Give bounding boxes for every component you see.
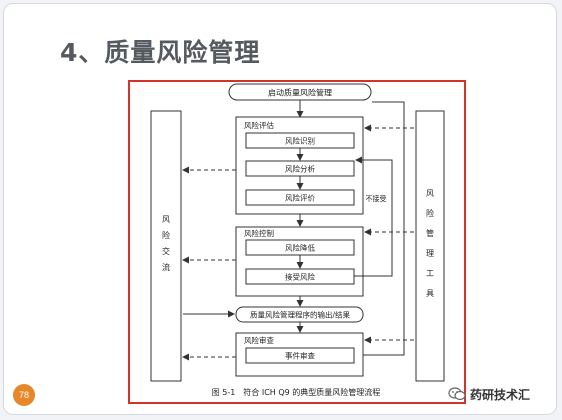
assessment-title: 风险评估 xyxy=(244,120,274,130)
communication-char-1: 风 xyxy=(162,215,170,224)
risk-communication-column xyxy=(150,110,182,382)
tools-char-6: 具 xyxy=(426,289,434,298)
risk-tools-column xyxy=(415,110,445,382)
control-title: 风险控制 xyxy=(244,228,274,238)
watermark-text: 药研技术汇 xyxy=(470,387,531,402)
tools-char-4: 理 xyxy=(426,249,434,258)
page-number-badge: 78 xyxy=(13,384,35,406)
step-acceptance-label: 接受风险 xyxy=(285,272,315,282)
slide-title: 4、质量风险管理 xyxy=(60,38,261,67)
wechat-icon xyxy=(448,387,466,401)
not-accepted-label: 不接受 xyxy=(366,194,387,203)
review-feedback-loop xyxy=(363,101,405,356)
watermark: 药研技术汇 xyxy=(448,384,530,404)
not-accepted-loop xyxy=(354,156,393,277)
step-evaluation xyxy=(245,189,355,206)
tools-char-3: 管 xyxy=(426,228,434,238)
output-label: 质量风险管理程序的输出/结果 xyxy=(250,310,351,320)
step-analysis-label: 风险分析 xyxy=(285,164,315,174)
tools-char-1: 风 xyxy=(426,189,434,198)
step-reduction-label: 风险降低 xyxy=(285,243,315,253)
communication-char-2: 险 xyxy=(162,230,170,240)
step-event-review xyxy=(245,347,355,364)
communication-char-4: 流 xyxy=(162,262,170,272)
tools-char-5: 工 xyxy=(426,269,434,278)
start-label: 启动质量风险管理 xyxy=(268,88,332,98)
step-evaluation-label: 风险评价 xyxy=(285,193,315,203)
figure-caption: 图 5-1 符合 ICH Q9 的典型质量风险管理流程 xyxy=(212,387,381,397)
communication-char-3: 交 xyxy=(162,246,170,256)
step-identification-label: 风险识别 xyxy=(285,136,315,146)
review-title: 风险审查 xyxy=(244,335,274,345)
step-event-review-label: 事件审查 xyxy=(285,351,315,361)
tools-char-2: 险 xyxy=(426,208,434,218)
